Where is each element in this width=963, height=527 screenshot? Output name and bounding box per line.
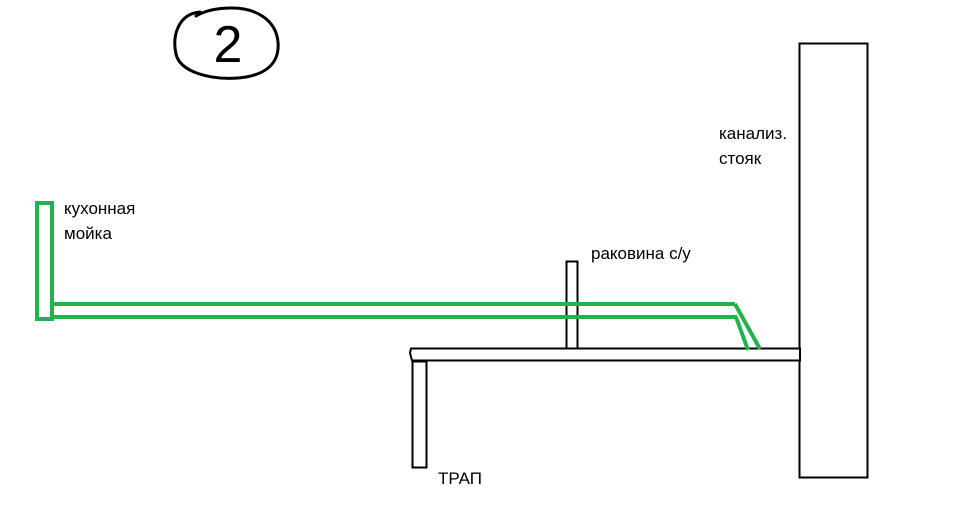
kitchen-sink-label-line-2: мойка bbox=[64, 224, 112, 243]
riser-label-line-1: канализ. bbox=[719, 124, 788, 143]
kitchen-sink-label-line-1: кухонная bbox=[64, 199, 136, 218]
number-badge: 2 bbox=[173, 6, 280, 80]
riser-label-line-2: стояк bbox=[719, 149, 762, 168]
kitchen-pipe-bend-outer bbox=[733, 303, 762, 350]
badge-number: 2 bbox=[214, 16, 243, 74]
kitchen-sink-label: кухонная мойка bbox=[64, 196, 135, 246]
bathroom-sink-label: раковина с/у bbox=[591, 244, 691, 263]
kitchen-sink-vertical-pipe bbox=[35, 201, 54, 321]
badge-circle bbox=[173, 6, 280, 80]
drain-label: ТРАП bbox=[438, 469, 482, 488]
kitchen-pipe-bend-inner bbox=[734, 316, 750, 351]
sewer-riser bbox=[798, 42, 869, 479]
riser-label: канализ. стояк bbox=[719, 121, 787, 171]
kitchen-sink-pipe bbox=[35, 201, 762, 351]
main-drain-pipe bbox=[408, 347, 801, 362]
floor-drain-pipe bbox=[411, 360, 428, 469]
